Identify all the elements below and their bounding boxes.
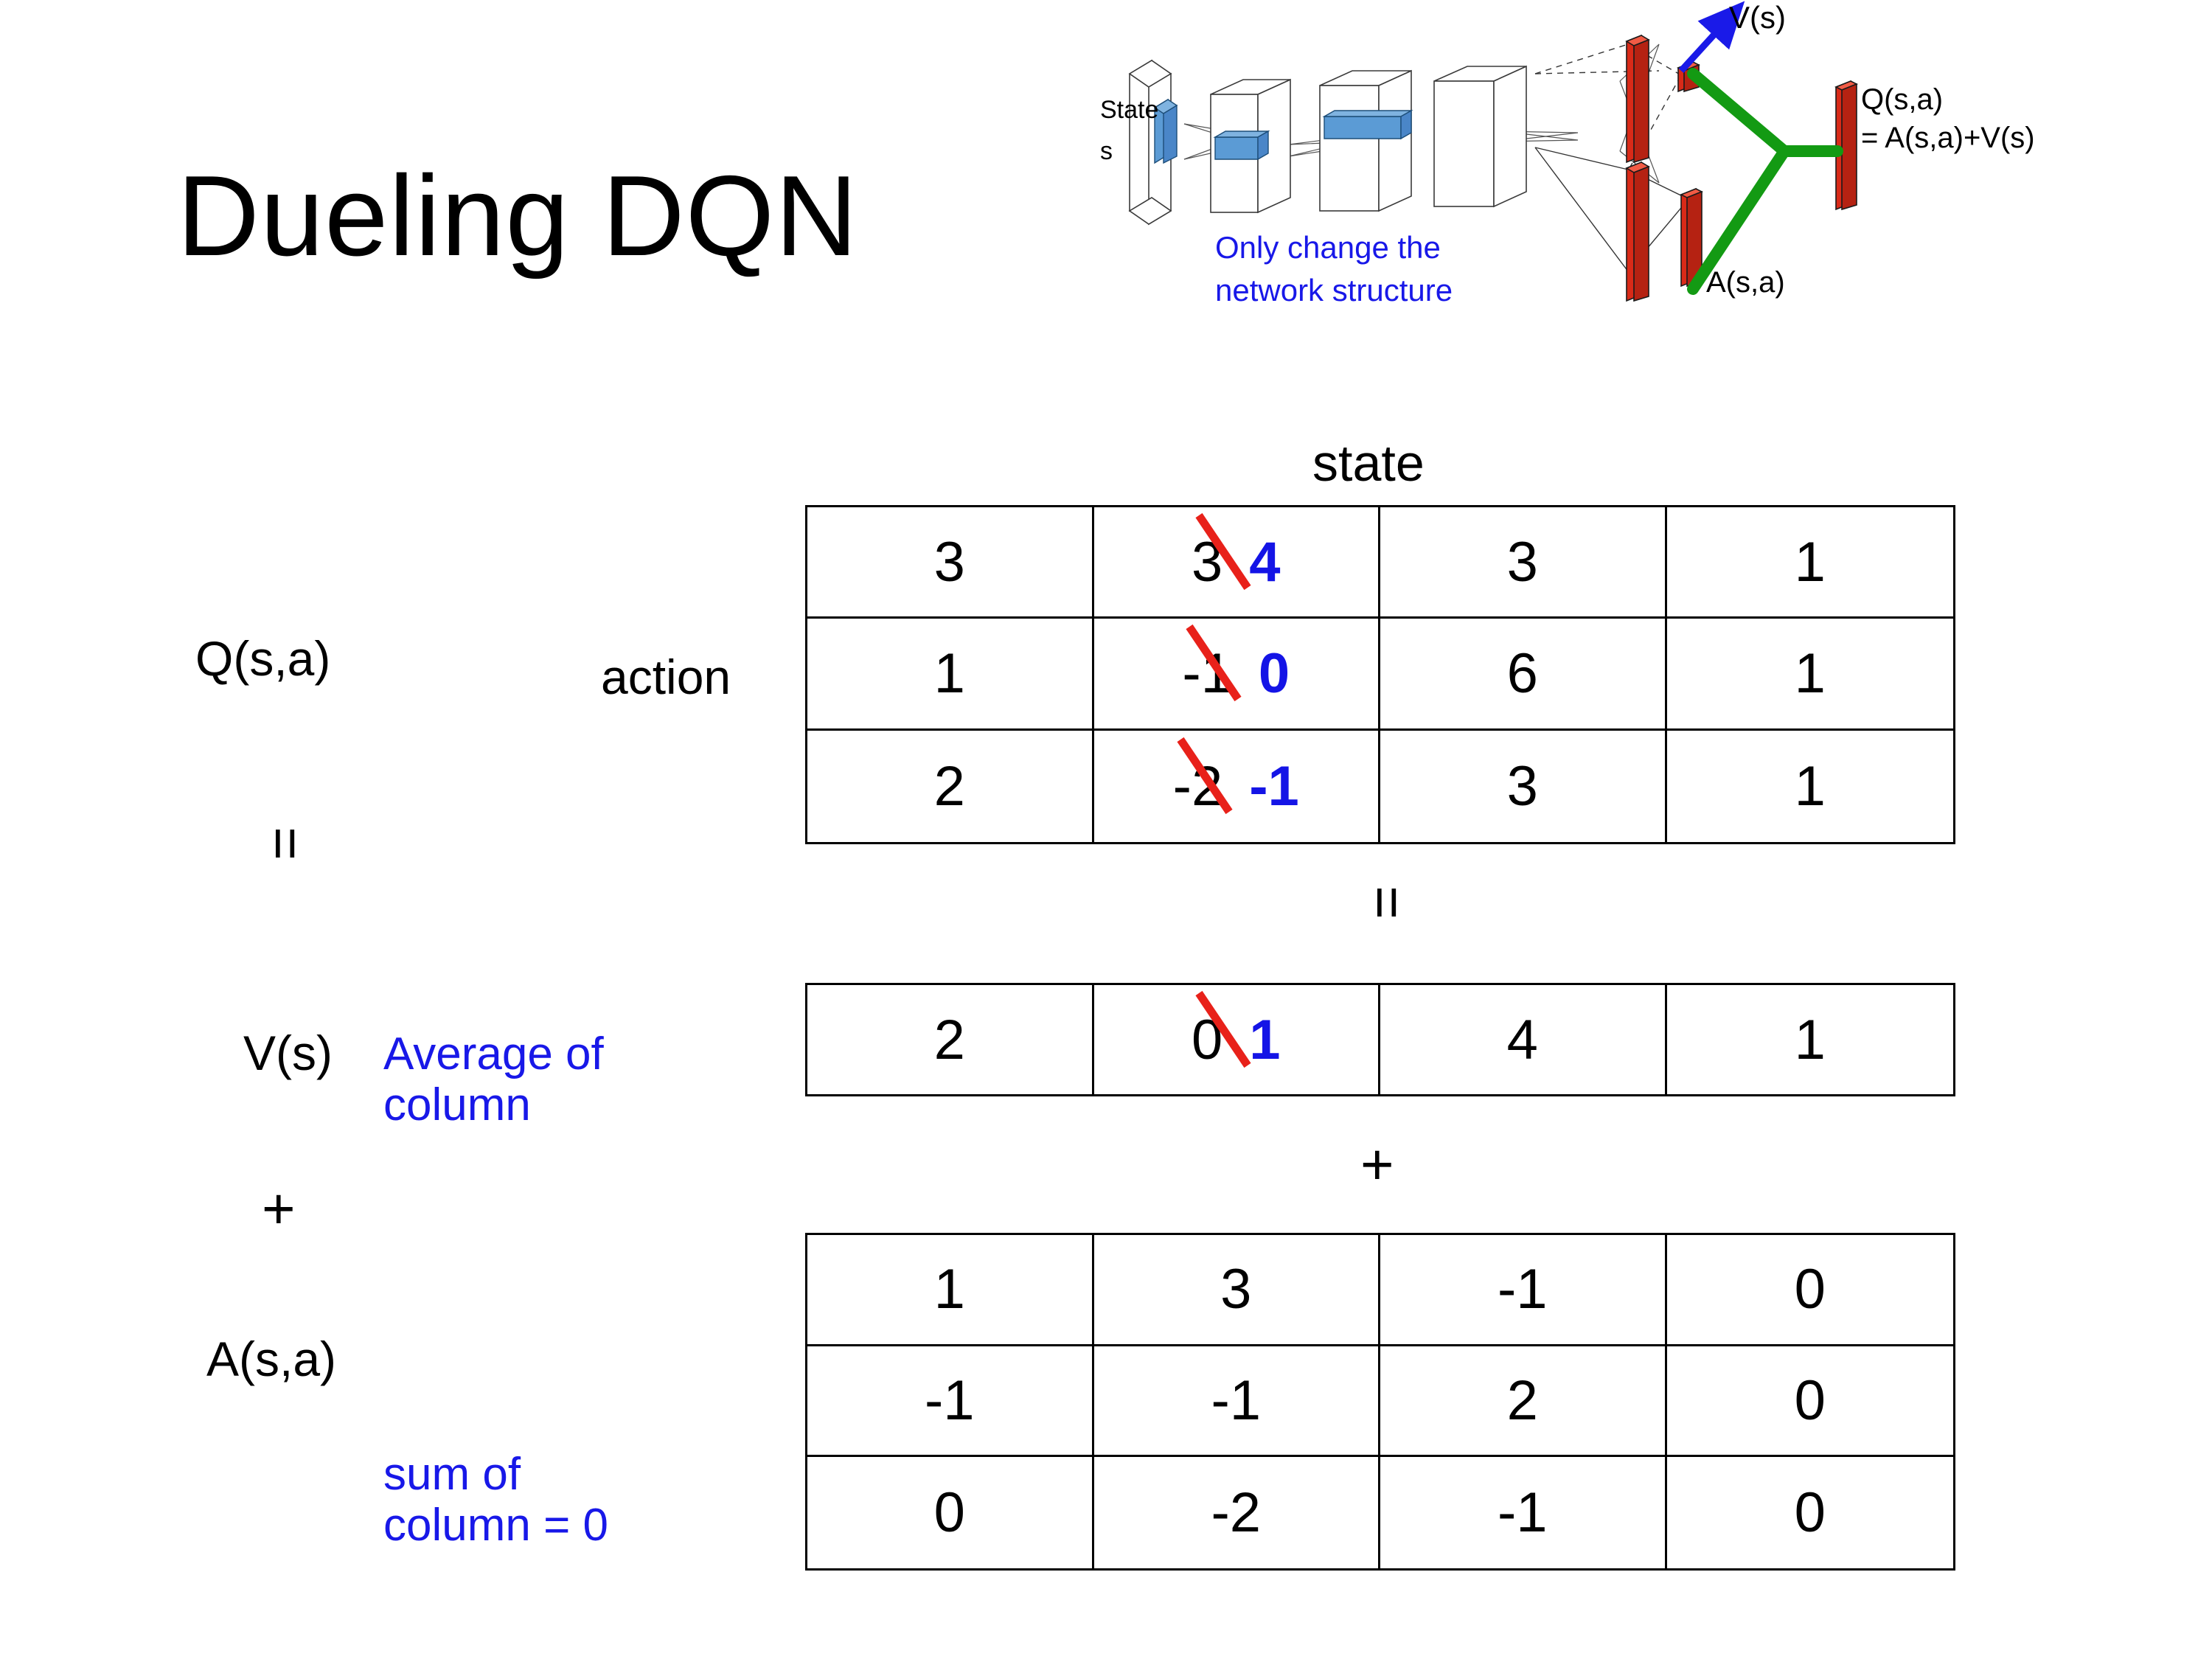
table-cell: 0 bbox=[1666, 1346, 1953, 1458]
struck-value: -2 bbox=[1173, 737, 1233, 818]
diagram-q-label-line2: = A(s,a)+V(s) bbox=[1861, 122, 2035, 154]
table-cell: 2 bbox=[1380, 1346, 1667, 1458]
q-function-label: Q(s,a) bbox=[195, 631, 331, 686]
cell-value: 0 bbox=[1794, 1368, 1826, 1432]
cell-value: 3 bbox=[1506, 754, 1538, 818]
cell-value: 3 bbox=[1506, 530, 1538, 594]
dueling-network-diagram: State s V(s) Q(s,a) = A(s,a)+V(s) A(s,a)… bbox=[1099, 0, 2212, 420]
cell-value: -1 bbox=[1211, 1368, 1262, 1432]
sum-note-line2: column = 0 bbox=[383, 1500, 609, 1551]
table-cell: 2 bbox=[807, 730, 1094, 842]
diagram-advantage-label: A(s,a) bbox=[1706, 266, 1785, 299]
table-cell: 0 bbox=[1667, 1457, 1954, 1568]
sum-of-column-note: sum of column = 0 bbox=[383, 1449, 608, 1551]
cell-value: 2 bbox=[1506, 1368, 1538, 1432]
cell-value: 2 bbox=[933, 754, 965, 818]
table-cell: 3 bbox=[807, 507, 1094, 619]
table-cell: -2-1 bbox=[1094, 730, 1380, 842]
advantage-value-table: 1 3 -1 0 -1 -1 2 0 0 -2 -1 0 bbox=[805, 1233, 1955, 1571]
equals-operator-middle: = bbox=[1355, 886, 1420, 919]
sum-note-line1: sum of bbox=[383, 1449, 521, 1500]
diagram-state-label-line1: State bbox=[1100, 96, 1158, 124]
equals-operator-left: = bbox=[254, 827, 319, 860]
table-cell: -1 bbox=[1093, 1346, 1380, 1458]
value-function-label: V(s) bbox=[243, 1026, 333, 1080]
table-cell: -1 bbox=[1380, 1457, 1667, 1568]
diagram-value-label: V(s) bbox=[1729, 0, 1786, 35]
cell-value: 2 bbox=[933, 1008, 965, 1071]
table-cell: 3 bbox=[1380, 730, 1667, 842]
cell-value: 6 bbox=[1506, 641, 1538, 705]
average-note-line2: column bbox=[383, 1079, 531, 1131]
cell-value: 0 bbox=[933, 1481, 965, 1545]
cell-value: 4 bbox=[1506, 1008, 1538, 1071]
cell-value: 1 bbox=[933, 641, 965, 705]
table-cell: 1 bbox=[1667, 985, 1954, 1094]
table-cell: 3 bbox=[1093, 1235, 1380, 1346]
plus-operator-left: + bbox=[262, 1176, 296, 1241]
average-of-column-note: Average of column bbox=[383, 1029, 604, 1131]
diagram-q-label-line1: Q(s,a) bbox=[1861, 83, 1943, 116]
table-cell: 3 bbox=[1380, 507, 1667, 619]
cell-value: 1 bbox=[933, 1258, 965, 1321]
plus-operator-middle: + bbox=[1360, 1132, 1394, 1197]
cell-value: 0 bbox=[1794, 1481, 1826, 1545]
table-cell: 0 bbox=[1666, 1235, 1953, 1346]
table-cell: 0 bbox=[807, 1457, 1094, 1568]
table-cell: 6 bbox=[1380, 619, 1667, 731]
struck-value: 3 bbox=[1192, 512, 1251, 594]
cell-value: -1 bbox=[1497, 1481, 1548, 1545]
diagram-state-label-line2: s bbox=[1100, 137, 1113, 165]
table-cell: 1 bbox=[1666, 507, 1953, 619]
updated-value: 1 bbox=[1249, 1008, 1281, 1071]
table-cell: -2 bbox=[1094, 1457, 1380, 1568]
cell-value: -1 bbox=[924, 1368, 975, 1432]
strikethrough-mark bbox=[1177, 737, 1233, 814]
table-cell: -1 bbox=[807, 1346, 1094, 1458]
table-cell: 1 bbox=[807, 1235, 1094, 1346]
table-cell: 4 bbox=[1380, 985, 1667, 1094]
table-cell: 2 bbox=[807, 985, 1094, 1094]
table-cell: 1 bbox=[807, 619, 1094, 731]
cell-value: 1 bbox=[1794, 530, 1826, 594]
advantage-function-label: A(s,a) bbox=[206, 1332, 337, 1386]
updated-value: 4 bbox=[1249, 530, 1281, 594]
cell-value: 3 bbox=[933, 530, 965, 594]
cell-value: 0 bbox=[1794, 1258, 1826, 1321]
cell-value: 1 bbox=[1794, 1008, 1826, 1071]
state-axis-label: state bbox=[1312, 434, 1425, 492]
cell-value: -1 bbox=[1497, 1258, 1548, 1321]
strikethrough-mark bbox=[1186, 624, 1242, 702]
table-cell: 1 bbox=[1666, 619, 1953, 731]
cell-value: -2 bbox=[1211, 1481, 1262, 1545]
average-note-line1: Average of bbox=[383, 1029, 604, 1079]
struck-value: -1 bbox=[1182, 624, 1242, 706]
cell-value: 3 bbox=[1220, 1258, 1252, 1321]
struck-value: 0 bbox=[1192, 990, 1251, 1072]
updated-value: -1 bbox=[1249, 754, 1299, 818]
table-cell: 1 bbox=[1667, 731, 1954, 842]
cell-value: 1 bbox=[1794, 641, 1826, 705]
diagram-note-line1: Only change the bbox=[1215, 230, 1441, 265]
table-cell: -1 bbox=[1380, 1235, 1667, 1346]
cell-value: 1 bbox=[1794, 754, 1826, 818]
updated-value: 0 bbox=[1258, 641, 1290, 705]
action-axis-label: action bbox=[601, 650, 731, 704]
diagram-note-line2: network structure bbox=[1215, 273, 1453, 307]
page-title: Dueling DQN bbox=[177, 152, 859, 279]
